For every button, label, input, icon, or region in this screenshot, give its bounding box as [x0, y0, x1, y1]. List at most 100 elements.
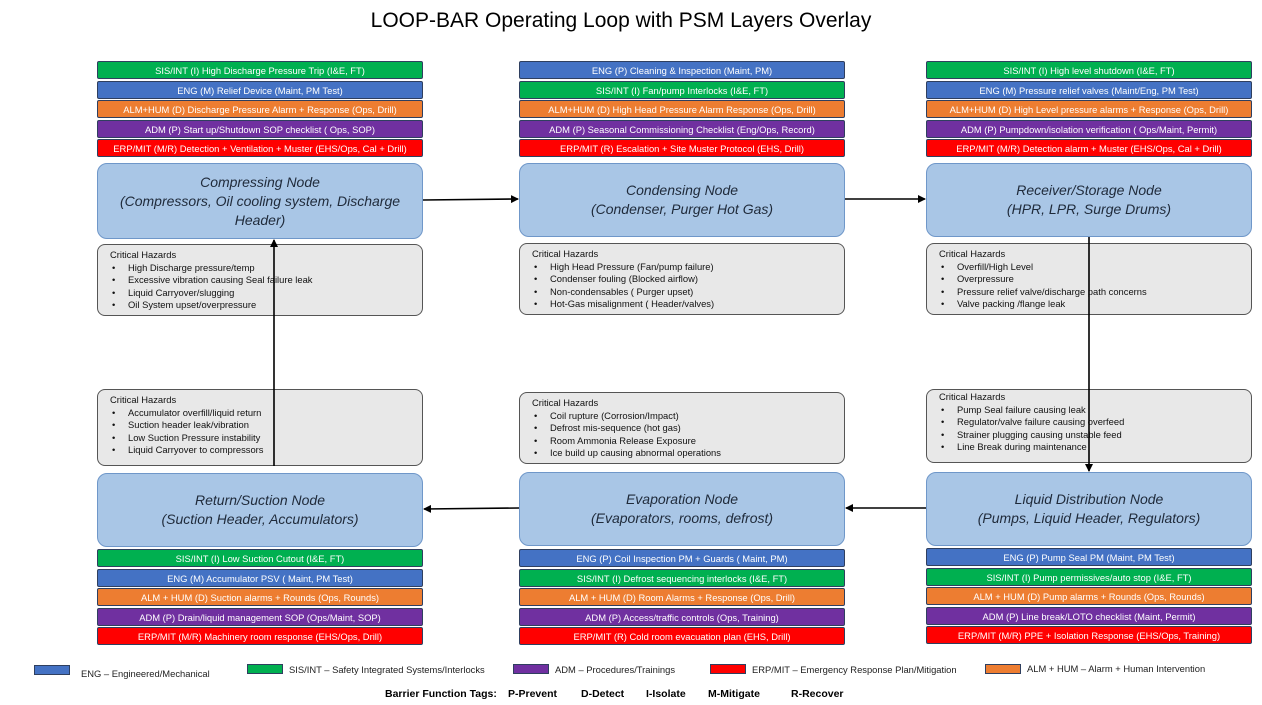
layer-item: ADM (P) Seasonal Commissioning Checklist…	[519, 119, 845, 138]
hazard-item: High Discharge pressure/temp	[112, 262, 414, 275]
legend-swatch-adm	[513, 664, 549, 674]
layer-item: ERP/MIT (M/R) Machinery room response (E…	[97, 627, 423, 645]
page-title: LOOP-BAR Operating Loop with PSM Layers …	[370, 9, 872, 32]
hazard-title: Critical Hazards	[939, 248, 1006, 259]
layer-item: SIS/INT (I) High Discharge Pressure Trip…	[97, 61, 423, 79]
layer-item: ALM + HUM (D) Room Alarms + Response (Op…	[519, 588, 845, 606]
layer-item: ERP/MIT (R) Escalation + Site Muster Pro…	[519, 139, 845, 157]
hazard-item: Defrost mis-sequence (hot gas)	[534, 422, 836, 435]
hazard-title: Critical Hazards	[110, 394, 177, 405]
node-liquid: Liquid Distribution Node (Pumps, Liquid …	[926, 472, 1252, 546]
layer-item: SIS/INT (I) High level shutdown (I&E, FT…	[926, 61, 1252, 79]
hazard-item: Room Ammonia Release Exposure	[534, 435, 836, 448]
layer-stack-receiver: SIS/INT (I) High level shutdown (I&E, FT…	[926, 61, 1252, 159]
layer-item: ERP/MIT (M/R) PPE + Isolation Response (…	[926, 626, 1252, 644]
layer-stack-condensing: ENG (P) Cleaning & Inspection (Maint, PM…	[519, 61, 845, 159]
layer-item: ERP/MIT (M/R) Detection alarm + Muster (…	[926, 139, 1252, 157]
layer-item: ALM+HUM (D) High Head Pressure Alarm Res…	[519, 100, 845, 118]
hazard-item: Strainer plugging causing unstable feed	[941, 429, 1243, 442]
hazard-item: Low Suction Pressure instability	[112, 432, 414, 445]
node-subtitle: Header)	[234, 211, 286, 228]
node-title: Liquid Distribution Node	[1014, 491, 1164, 507]
layer-item: ADM (P) Start up/Shutdown SOP checklist …	[97, 119, 423, 138]
arrow-compressing-to-condensing	[422, 195, 519, 204]
tags-heading: Barrier Function Tags:	[385, 688, 497, 700]
hazard-title: Critical Hazards	[532, 248, 599, 259]
layer-item: ALM+HUM (D) High Level pressure alarms +…	[926, 100, 1252, 118]
tag-mitigate: M-Mitigate	[708, 688, 760, 700]
layer-item: ENG (M) Relief Device (Maint, PM Test)	[97, 80, 423, 99]
hazard-title: Critical Hazards	[532, 397, 599, 408]
layer-stack-return: SIS/INT (I) Low Suction Cutout (I&E, FT)…	[97, 549, 423, 647]
legend-label-alm: ALM + HUM – Alarm + Human Intervention	[1027, 663, 1206, 674]
node-subtitle: (Condenser, Purger Hot Gas)	[590, 201, 774, 217]
layer-item: SIS/INT (I) Low Suction Cutout (I&E, FT)	[97, 549, 423, 567]
hazard-box-evaporation: Critical Hazards Coil rupture (Corrosion…	[519, 392, 845, 464]
layer-item: SIS/INT (I) Defrost sequencing interlock…	[519, 568, 845, 587]
layer-item: ADM (P) Line break/LOTO checklist (Maint…	[926, 606, 1252, 625]
hazard-item: Non-condensables ( Purger upset)	[534, 286, 836, 299]
layer-stack-compressing: SIS/INT (I) High Discharge Pressure Trip…	[97, 61, 423, 159]
node-evaporation: Evaporation Node (Evaporators, rooms, de…	[519, 472, 845, 546]
legend-swatch-sis	[247, 664, 283, 674]
hazard-item: Overpressure	[941, 273, 1243, 286]
hazard-item: Overfill/High Level	[941, 261, 1243, 274]
legend-label-adm: ADM – Procedures/Trainings	[555, 664, 676, 675]
legend-label-eng: ENG – Engineered/Mechanical	[81, 668, 210, 679]
node-subtitle: (Suction Header, Accumulators)	[161, 511, 359, 527]
node-compressing: Compressing Node (Compressors, Oil cooli…	[97, 163, 423, 239]
layer-item: ENG (P) Cleaning & Inspection (Maint, PM…	[519, 61, 845, 79]
node-receiver: Receiver/Storage Node (HPR, LPR, Surge D…	[926, 163, 1252, 237]
node-title: Condensing Node	[625, 182, 739, 198]
tag-prevent: P-Prevent	[508, 688, 558, 700]
hazard-box-compressing: Critical Hazards High Discharge pressure…	[97, 244, 423, 316]
hazard-item: Ice build up causing abnormal operations	[534, 447, 836, 460]
hazard-title: Critical Hazards	[939, 391, 1006, 402]
layer-item: ADM (P) Drain/liquid management SOP (Ops…	[97, 607, 423, 626]
hazard-item: Liquid Carryover/slugging	[112, 287, 414, 300]
legend-swatch-erp	[710, 664, 746, 674]
layer-item: SIS/INT (I) Fan/pump Interlocks (I&E, FT…	[519, 80, 845, 99]
hazard-item: Valve packing /flange leak	[941, 298, 1243, 311]
layer-item: ENG (M) Accumulator PSV ( Maint, PM Test…	[97, 568, 423, 587]
hazard-item: Suction header leak/vibration	[112, 419, 414, 432]
layer-stack-liquid: ENG (P) Pump Seal PM (Maint, PM Test) SI…	[926, 548, 1252, 646]
hazard-item: Oil System upset/overpressure	[112, 299, 414, 312]
tag-isolate: I-Isolate	[646, 688, 686, 700]
hazard-item: Pressure relief valve/discharge path con…	[941, 286, 1243, 299]
layer-stack-evaporation: ENG (P) Coil Inspection PM + Guards ( Ma…	[519, 549, 845, 647]
hazard-item: Pump Seal failure causing leak	[941, 404, 1243, 417]
node-title: Compressing Node	[200, 173, 320, 190]
layer-item: ADM (P) Access/traffic controls (Ops, Tr…	[519, 607, 845, 626]
layer-item: ERP/MIT (R) Cold room evacuation plan (E…	[519, 627, 845, 645]
layer-item: ERP/MIT (M/R) Detection + Ventilation + …	[97, 139, 423, 157]
layer-item: ALM + HUM (D) Suction alarms + Rounds (O…	[97, 588, 423, 606]
node-subtitle: (Evaporators, rooms, defrost)	[590, 510, 774, 526]
tag-detect: D-Detect	[581, 688, 625, 700]
hazard-title: Critical Hazards	[110, 249, 177, 260]
legend-label-sis: SIS/INT – Safety Integrated Systems/Inte…	[289, 664, 485, 675]
hazard-box-condensing: Critical Hazards High Head Pressure (Fan…	[519, 243, 845, 315]
node-subtitle: (Compressors, Oil cooling system, Discha…	[119, 192, 401, 209]
legend-swatch-alm	[985, 664, 1021, 674]
hazard-item: Hot-Gas misalignment ( Header/valves)	[534, 298, 836, 311]
hazard-box-return: Critical Hazards Accumulator overfill/li…	[97, 389, 423, 466]
tag-recover: R-Recover	[791, 688, 844, 700]
layer-item: ALM + HUM (D) Pump alarms + Rounds (Ops,…	[926, 587, 1252, 605]
hazard-item: High Head Pressure (Fan/pump failure)	[534, 261, 836, 274]
node-return: Return/Suction Node (Suction Header, Acc…	[97, 473, 423, 547]
hazard-item: Excessive vibration causing Seal failure…	[112, 274, 414, 287]
node-title: Return/Suction Node	[195, 492, 325, 508]
layer-item: ENG (P) Coil Inspection PM + Guards ( Ma…	[519, 549, 845, 567]
hazard-item: Line Break during maintenance	[941, 441, 1243, 454]
hazard-item: Accumulator overfill/liquid return	[112, 407, 414, 420]
hazard-item: Coil rupture (Corrosion/Impact)	[534, 410, 836, 423]
legend-swatch-eng	[34, 665, 70, 675]
layer-item: ADM (P) Pumpdown/isolation verification …	[926, 119, 1252, 138]
node-title: Evaporation Node	[625, 491, 739, 507]
node-title: Receiver/Storage Node	[1016, 182, 1162, 198]
layer-item: SIS/INT (I) Pump permissives/auto stop (…	[926, 567, 1252, 586]
layer-item: ENG (P) Pump Seal PM (Maint, PM Test)	[926, 548, 1252, 566]
layer-item: ENG (M) Pressure relief valves (Maint/En…	[926, 80, 1252, 99]
